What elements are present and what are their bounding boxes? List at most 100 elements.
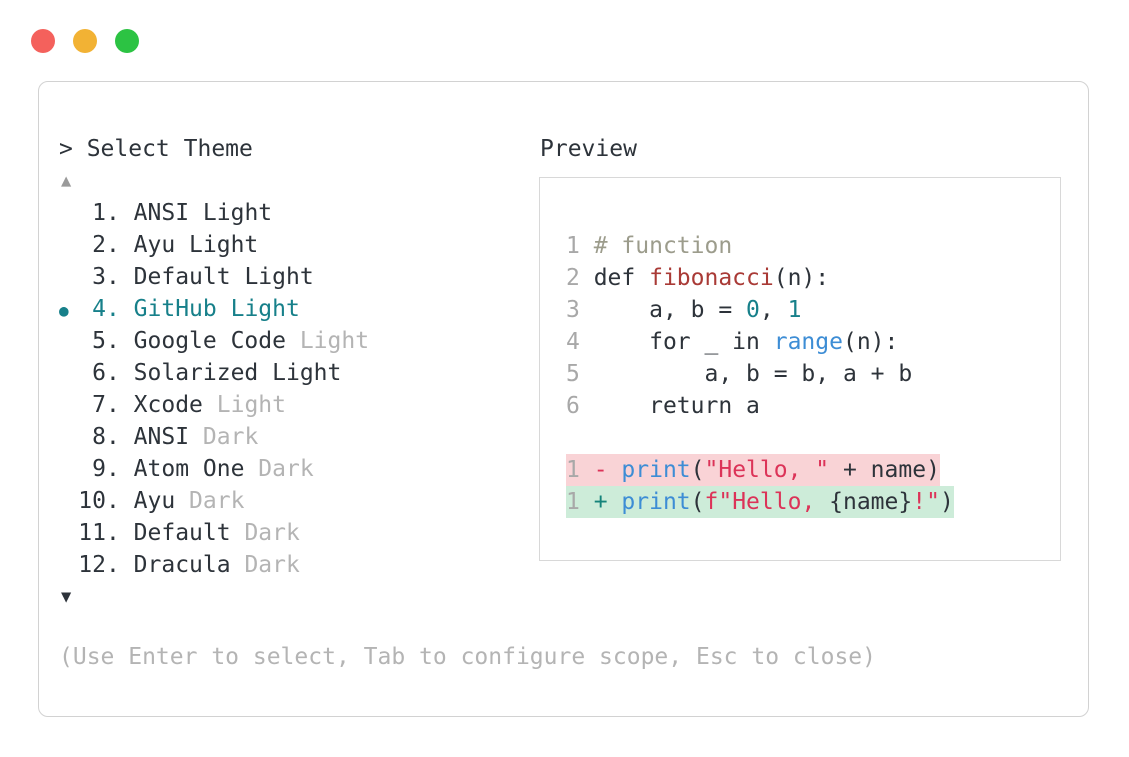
code-token-num: 1 <box>787 297 802 323</box>
theme-suffix: Dark <box>244 520 300 546</box>
theme-name: Ayu <box>133 232 190 258</box>
diff-highlight-add: 1 + print(f"Hello, {name}!") <box>566 486 954 518</box>
minimize-window-button[interactable] <box>73 29 97 53</box>
diff-line-removed: 1 - print("Hello, " + name) <box>566 454 1060 486</box>
code-token-str: f"Hello, <box>704 489 830 515</box>
diff-highlight-del: 1 - print("Hello, " + name) <box>566 454 940 486</box>
code-token-plain: for _ in <box>593 329 774 355</box>
theme-option-10[interactable]: 10. Ayu Dark <box>59 485 539 517</box>
theme-list-column: > Select Theme ▲ 1. ANSI Light 2. Ayu Li… <box>59 133 539 613</box>
code-token-plain: (n): <box>842 329 899 355</box>
code-token-blue: print <box>621 489 691 515</box>
scroll-down-indicator[interactable]: ▼ <box>61 587 72 607</box>
code-token-func: fibonacci <box>649 265 774 291</box>
preview-title: Preview <box>540 136 637 162</box>
panel-title: > Select Theme <box>59 136 253 162</box>
theme-option-7[interactable]: 7. Xcode Light <box>59 389 539 421</box>
code-token-plain: a, b = <box>593 297 747 323</box>
theme-name: Xcode <box>133 392 217 418</box>
theme-number: 9. <box>78 456 134 482</box>
code-token-comment: # function <box>593 233 733 259</box>
theme-suffix: Dark <box>189 488 245 514</box>
code-token-plain: , <box>759 297 788 323</box>
code-token-plain: (n): <box>773 265 830 291</box>
theme-number: 6. <box>78 360 134 386</box>
theme-list: 1. ANSI Light 2. Ayu Light 3. Default Li… <box>59 197 539 581</box>
diff-plus-sign: + <box>593 489 622 515</box>
theme-name: Default <box>133 520 245 546</box>
theme-suffix: Light <box>244 264 314 290</box>
code-line: 3 a, b = 0, 1 <box>566 294 1060 326</box>
code-token-plain: return a <box>593 393 760 419</box>
code-line: 6 return a <box>566 390 1060 422</box>
theme-option-1[interactable]: 1. ANSI Light <box>59 197 539 229</box>
theme-option-6[interactable]: 6. Solarized Light <box>59 357 539 389</box>
diff-minus-sign: - <box>593 457 622 483</box>
line-number: 4 <box>566 329 594 355</box>
keyboard-hint: (Use Enter to select, Tab to configure s… <box>59 644 876 670</box>
window-controls <box>31 29 139 53</box>
theme-name: Default <box>133 264 245 290</box>
theme-number: 12. <box>78 552 134 578</box>
theme-suffix: Light <box>299 328 370 354</box>
theme-suffix: Light <box>202 200 273 226</box>
theme-suffix: Dark <box>202 424 259 450</box>
selected-bullet-icon: ● <box>59 301 69 320</box>
code-token-plain: ) <box>939 489 954 515</box>
code-token-plain: ( <box>690 489 705 515</box>
theme-name: Google Code <box>133 328 300 354</box>
panel-columns: > Select Theme ▲ 1. ANSI Light 2. Ayu Li… <box>59 133 1068 613</box>
line-number: 5 <box>566 361 594 387</box>
theme-name: GitHub <box>133 296 231 322</box>
theme-option-4[interactable]: ● 4. GitHub Light <box>59 293 539 325</box>
code-line: 2 def fibonacci(n): <box>566 262 1060 294</box>
theme-selector-panel: > Select Theme ▲ 1. ANSI Light 2. Ayu Li… <box>38 81 1089 717</box>
theme-option-2[interactable]: 2. Ayu Light <box>59 229 539 261</box>
theme-name: ANSI <box>133 424 203 450</box>
theme-option-8[interactable]: 8. ANSI Dark <box>59 421 539 453</box>
line-number: 6 <box>566 393 594 419</box>
line-number: 3 <box>566 297 594 323</box>
theme-number: 8. <box>78 424 134 450</box>
theme-number: 1. <box>78 200 134 226</box>
zoom-window-button[interactable] <box>115 29 139 53</box>
theme-number: 11. <box>78 520 134 546</box>
code-token-plain: def <box>593 265 650 291</box>
code-token-plain: {name} <box>829 489 913 515</box>
theme-number: 2. <box>78 232 134 258</box>
theme-name: Dracula <box>133 552 245 578</box>
code-token-str: "Hello, " <box>704 457 830 483</box>
code-token-str: !" <box>912 489 940 515</box>
diff-line-added: 1 + print(f"Hello, {name}!") <box>566 486 1060 518</box>
code-line: 4 for _ in range(n): <box>566 326 1060 358</box>
code-token-plain: + name) <box>829 457 940 483</box>
theme-option-5[interactable]: 5. Google Code Light <box>59 325 539 357</box>
line-number: 2 <box>566 265 594 291</box>
close-window-button[interactable] <box>31 29 55 53</box>
theme-suffix: Dark <box>244 552 300 578</box>
code-line: 1 # function <box>566 230 1060 262</box>
code-token-blue: range <box>773 329 843 355</box>
theme-number: 4. <box>78 296 134 322</box>
theme-option-9[interactable]: 9. Atom One Dark <box>59 453 539 485</box>
scroll-up-indicator[interactable]: ▲ <box>61 171 72 191</box>
theme-suffix: Dark <box>258 456 314 482</box>
theme-name: Solarized <box>133 360 273 386</box>
theme-number: 5. <box>78 328 134 354</box>
code-token-plain: a, b = b, a + b <box>593 361 913 387</box>
theme-name: ANSI <box>133 200 203 226</box>
theme-option-11[interactable]: 11. Default Dark <box>59 517 539 549</box>
theme-name: Ayu <box>133 488 190 514</box>
theme-suffix: Light <box>216 392 286 418</box>
theme-suffix: Light <box>230 296 300 322</box>
theme-option-3[interactable]: 3. Default Light <box>59 261 539 293</box>
theme-option-12[interactable]: 12. Dracula Dark <box>59 549 539 581</box>
theme-number: 3. <box>78 264 134 290</box>
line-number: 1 <box>566 489 594 515</box>
theme-number: 10. <box>78 488 134 514</box>
line-number: 1 <box>566 457 594 483</box>
theme-suffix: Light <box>189 232 259 258</box>
